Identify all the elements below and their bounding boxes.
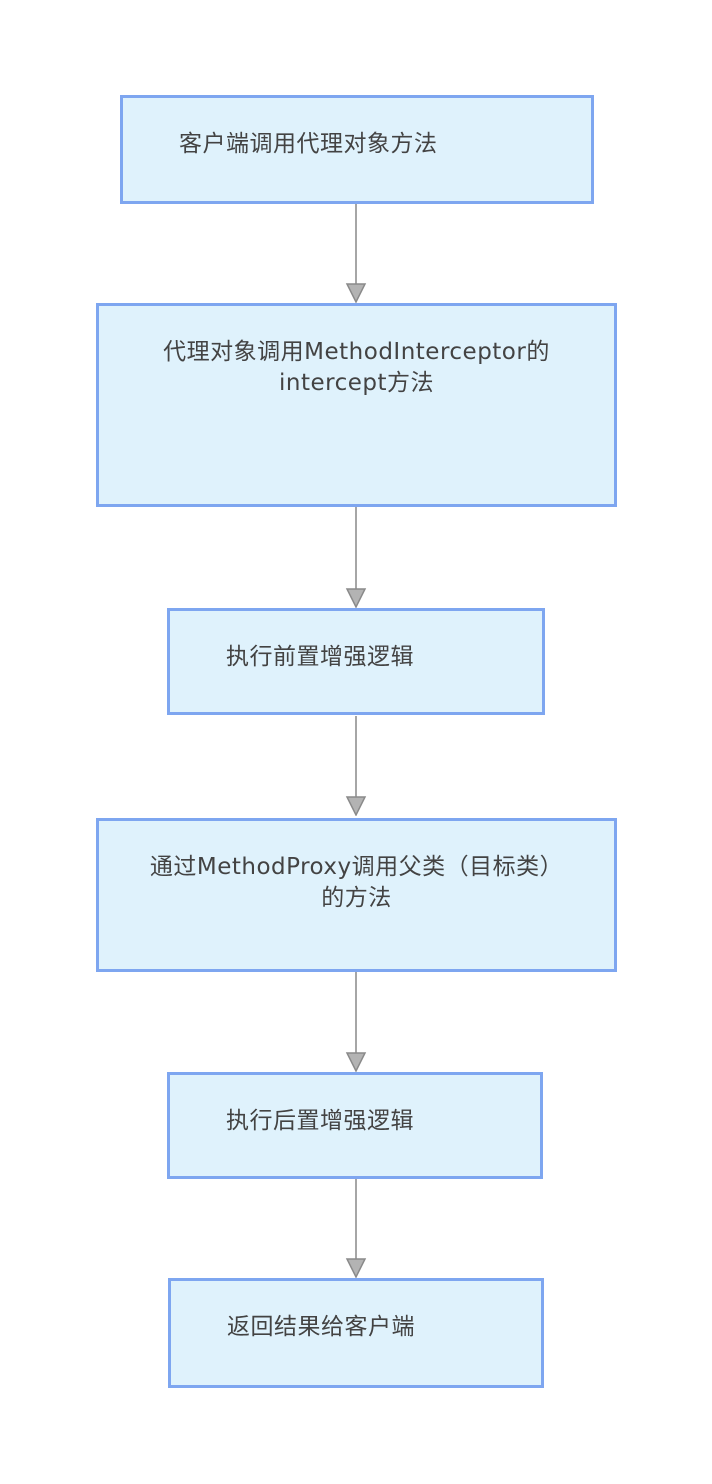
arrow-down-icon	[345, 972, 367, 1072]
arrow-down-icon	[345, 1179, 367, 1278]
edge-step5-step6	[344, 1179, 368, 1278]
flow-node-step-1: 客户端调用代理对象方法	[120, 95, 594, 204]
edge-step2-step3	[344, 507, 368, 608]
arrowhead	[345, 1052, 367, 1072]
flow-node-step-5: 执行后置增强逻辑	[167, 1072, 543, 1179]
flow-node-step-6: 返回结果给客户端	[168, 1278, 544, 1388]
arrowhead	[345, 588, 367, 608]
flow-node-step-2: 代理对象调用MethodInterceptor的 intercept方法	[96, 303, 617, 507]
arrowhead	[345, 1258, 367, 1278]
arrowhead	[345, 796, 367, 816]
arrow-down-icon	[345, 507, 367, 608]
arrowhead	[345, 283, 367, 303]
edge-step3-step4	[344, 716, 368, 816]
arrow-down-icon	[345, 716, 367, 816]
flow-node-step-4: 通过MethodProxy调用父类（目标类） 的方法	[96, 818, 617, 972]
arrow-down-icon	[345, 204, 367, 303]
edge-step1-step2	[344, 204, 368, 303]
edge-step4-step5	[344, 972, 368, 1072]
flow-node-step-3: 执行前置增强逻辑	[167, 608, 545, 715]
